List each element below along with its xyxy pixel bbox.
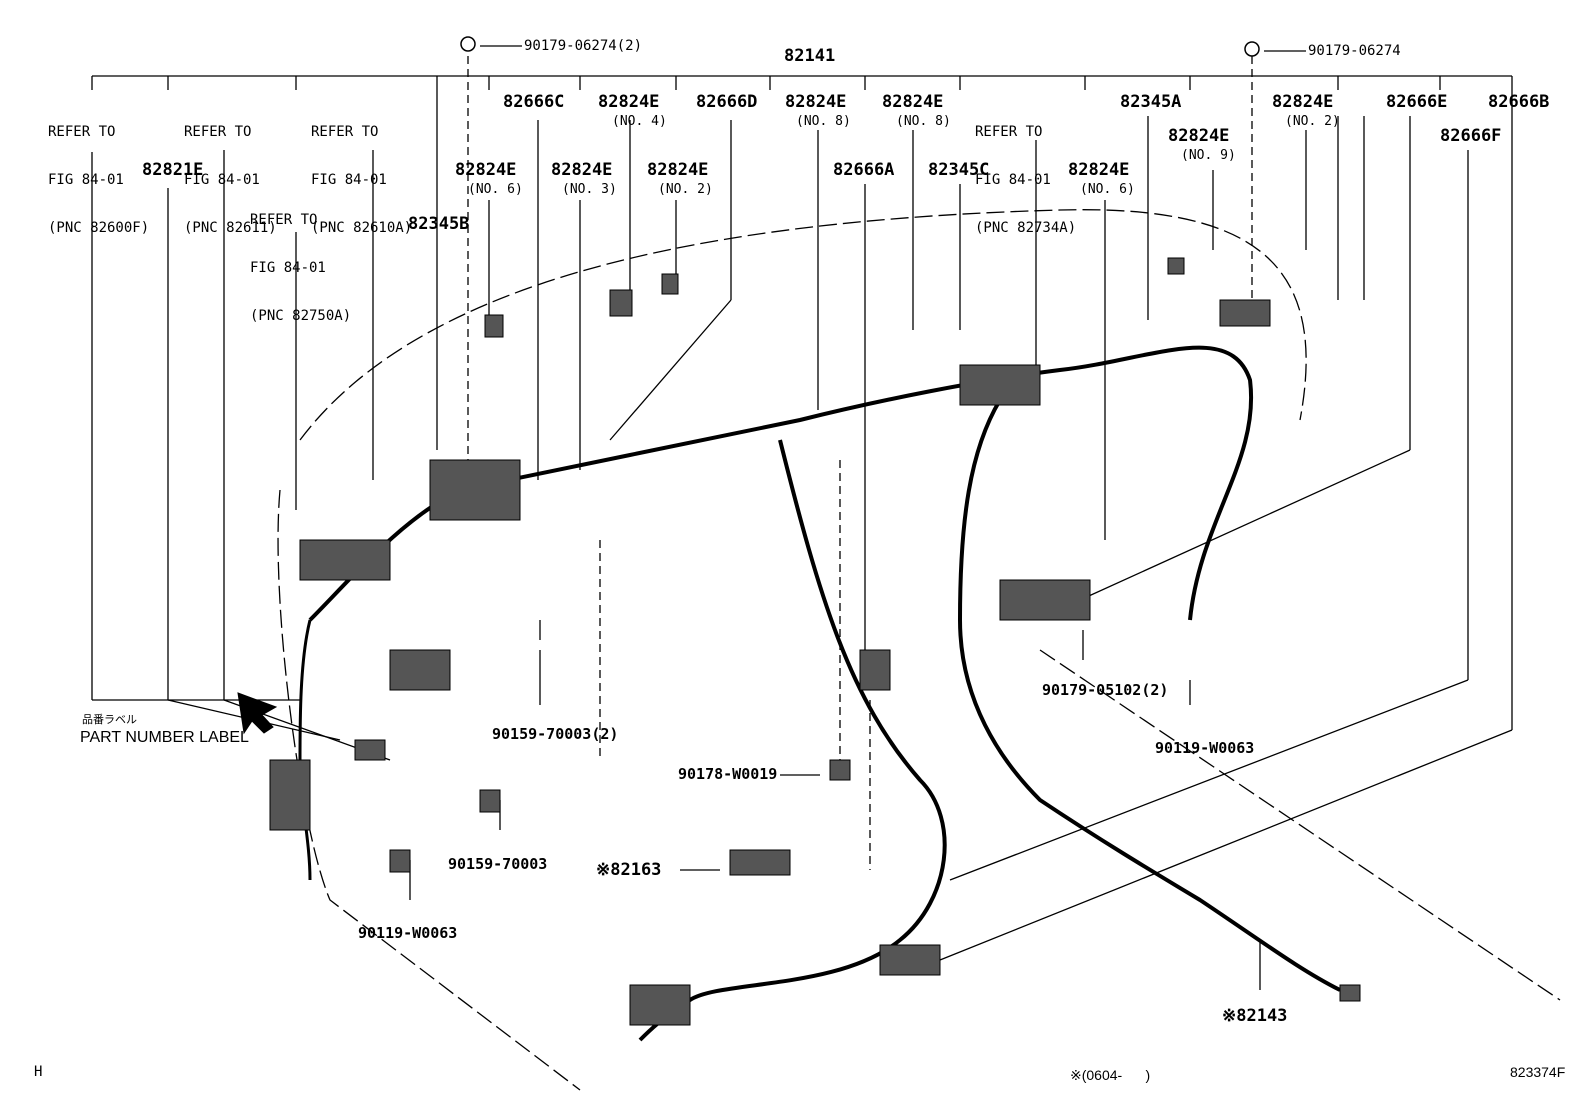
footer-left-mark: H	[34, 1064, 43, 1080]
refer-block-82611: REFER TO FIG 84-01 (PNC 82611)	[184, 92, 277, 252]
part-82345C: 82345C	[928, 160, 990, 180]
part-82824E-no6-left-sub: (NO. 6)	[468, 182, 523, 197]
part-82824E-no6-right: 82824E	[1068, 160, 1130, 180]
refer-block-82734A: REFER TO FIG 84-01 (PNC 82734A)	[975, 92, 1076, 252]
part-82666D: 82666D	[696, 92, 758, 112]
part-90119-W0063-right: 90119-W0063	[1155, 739, 1255, 757]
refer-line3: (PNC 82611)	[184, 220, 277, 236]
part-82666B: 82666B	[1488, 92, 1550, 112]
part-82824E-no9-sub: (NO. 9)	[1181, 148, 1236, 163]
part-90178-W0019: 90178-W0019	[678, 765, 778, 783]
refer-line3: (PNC 82734A)	[975, 220, 1077, 236]
part-82824E-no9: 82824E	[1168, 126, 1230, 146]
part-90119-W0063-left: 90119-W0063	[358, 924, 458, 942]
main-part-number: 82141	[784, 46, 836, 66]
part-82824E-no3: 82824E	[551, 160, 613, 180]
refer-block-82600F: REFER TO FIG 84-01 (PNC 82600F)	[48, 92, 149, 252]
part-82666F: 82666F	[1440, 126, 1502, 146]
refer-line2: FIG 84-01	[48, 172, 124, 188]
refer-line1: REFER TO	[184, 124, 252, 140]
part-82666C: 82666C	[503, 92, 565, 112]
part-90179-05102: 90179-05102(2)	[1042, 681, 1169, 699]
refer-line3: (PNC 82600F)	[48, 220, 150, 236]
part-82824E-no2-left-sub: (NO. 2)	[658, 182, 713, 197]
part-82824E-no2-right: 82824E	[1272, 92, 1334, 112]
refer-line3: (PNC 82750A)	[250, 308, 352, 324]
refer-block-82750A: REFER TO FIG 84-01 (PNC 82750A)	[250, 180, 351, 340]
figure-id: 823374F	[1510, 1064, 1566, 1080]
refer-line2: FIG 84-01	[250, 260, 326, 276]
refer-line1: REFER TO	[975, 124, 1043, 140]
refer-line1: REFER TO	[311, 124, 379, 140]
part-82345B: 82345B	[408, 214, 470, 234]
part-82824E-no2-right-sub: (NO. 2)	[1285, 114, 1340, 129]
footer-date-note: ※(0604- )	[1070, 1067, 1151, 1083]
part-82666E: 82666E	[1386, 92, 1448, 112]
part-82824E-no6-right-sub: (NO. 6)	[1080, 182, 1135, 197]
part-number-label: PART NUMBER LABEL	[80, 729, 249, 746]
refer-block-82610A: REFER TO FIG 84-01 (PNC 82610A)	[311, 92, 412, 252]
refer-line2: FIG 84-01	[311, 172, 387, 188]
part-82824E-no8-right: 82824E	[882, 92, 944, 112]
part-82824E-no2-left: 82824E	[647, 160, 709, 180]
part-82163: ※82163	[596, 860, 662, 880]
refer-line2: FIG 84-01	[184, 172, 260, 188]
part-82824E-no6-left: 82824E	[455, 160, 517, 180]
refer-line3: (PNC 82610A)	[311, 220, 413, 236]
part-82824E-no8-right-sub: (NO. 8)	[896, 114, 951, 129]
refer-line2: FIG 84-01	[975, 172, 1051, 188]
refer-line1: REFER TO	[48, 124, 116, 140]
part-82824E-no4-sub: (NO. 4)	[612, 114, 667, 129]
part-82143: ※82143	[1222, 1006, 1288, 1026]
part-number-label-jp: 品番ラベル	[82, 714, 137, 726]
clip-callout-left: 90179-06274(2)	[524, 38, 643, 54]
part-82824E-no4: 82824E	[598, 92, 660, 112]
part-82824E-no8-left-sub: (NO. 8)	[796, 114, 851, 129]
refer-line1: REFER TO	[250, 212, 318, 228]
part-82345A: 82345A	[1120, 92, 1182, 112]
part-82824E-no8-left: 82824E	[785, 92, 847, 112]
clip-callout-right: 90179-06274	[1308, 43, 1401, 59]
part-82824E-no3-sub: (NO. 3)	[562, 182, 617, 197]
part-90159-70003: 90159-70003	[448, 855, 548, 873]
part-82666A: 82666A	[833, 160, 895, 180]
part-82821E: 82821E	[142, 160, 204, 180]
part-90159-70003-2: 90159-70003(2)	[492, 725, 619, 743]
